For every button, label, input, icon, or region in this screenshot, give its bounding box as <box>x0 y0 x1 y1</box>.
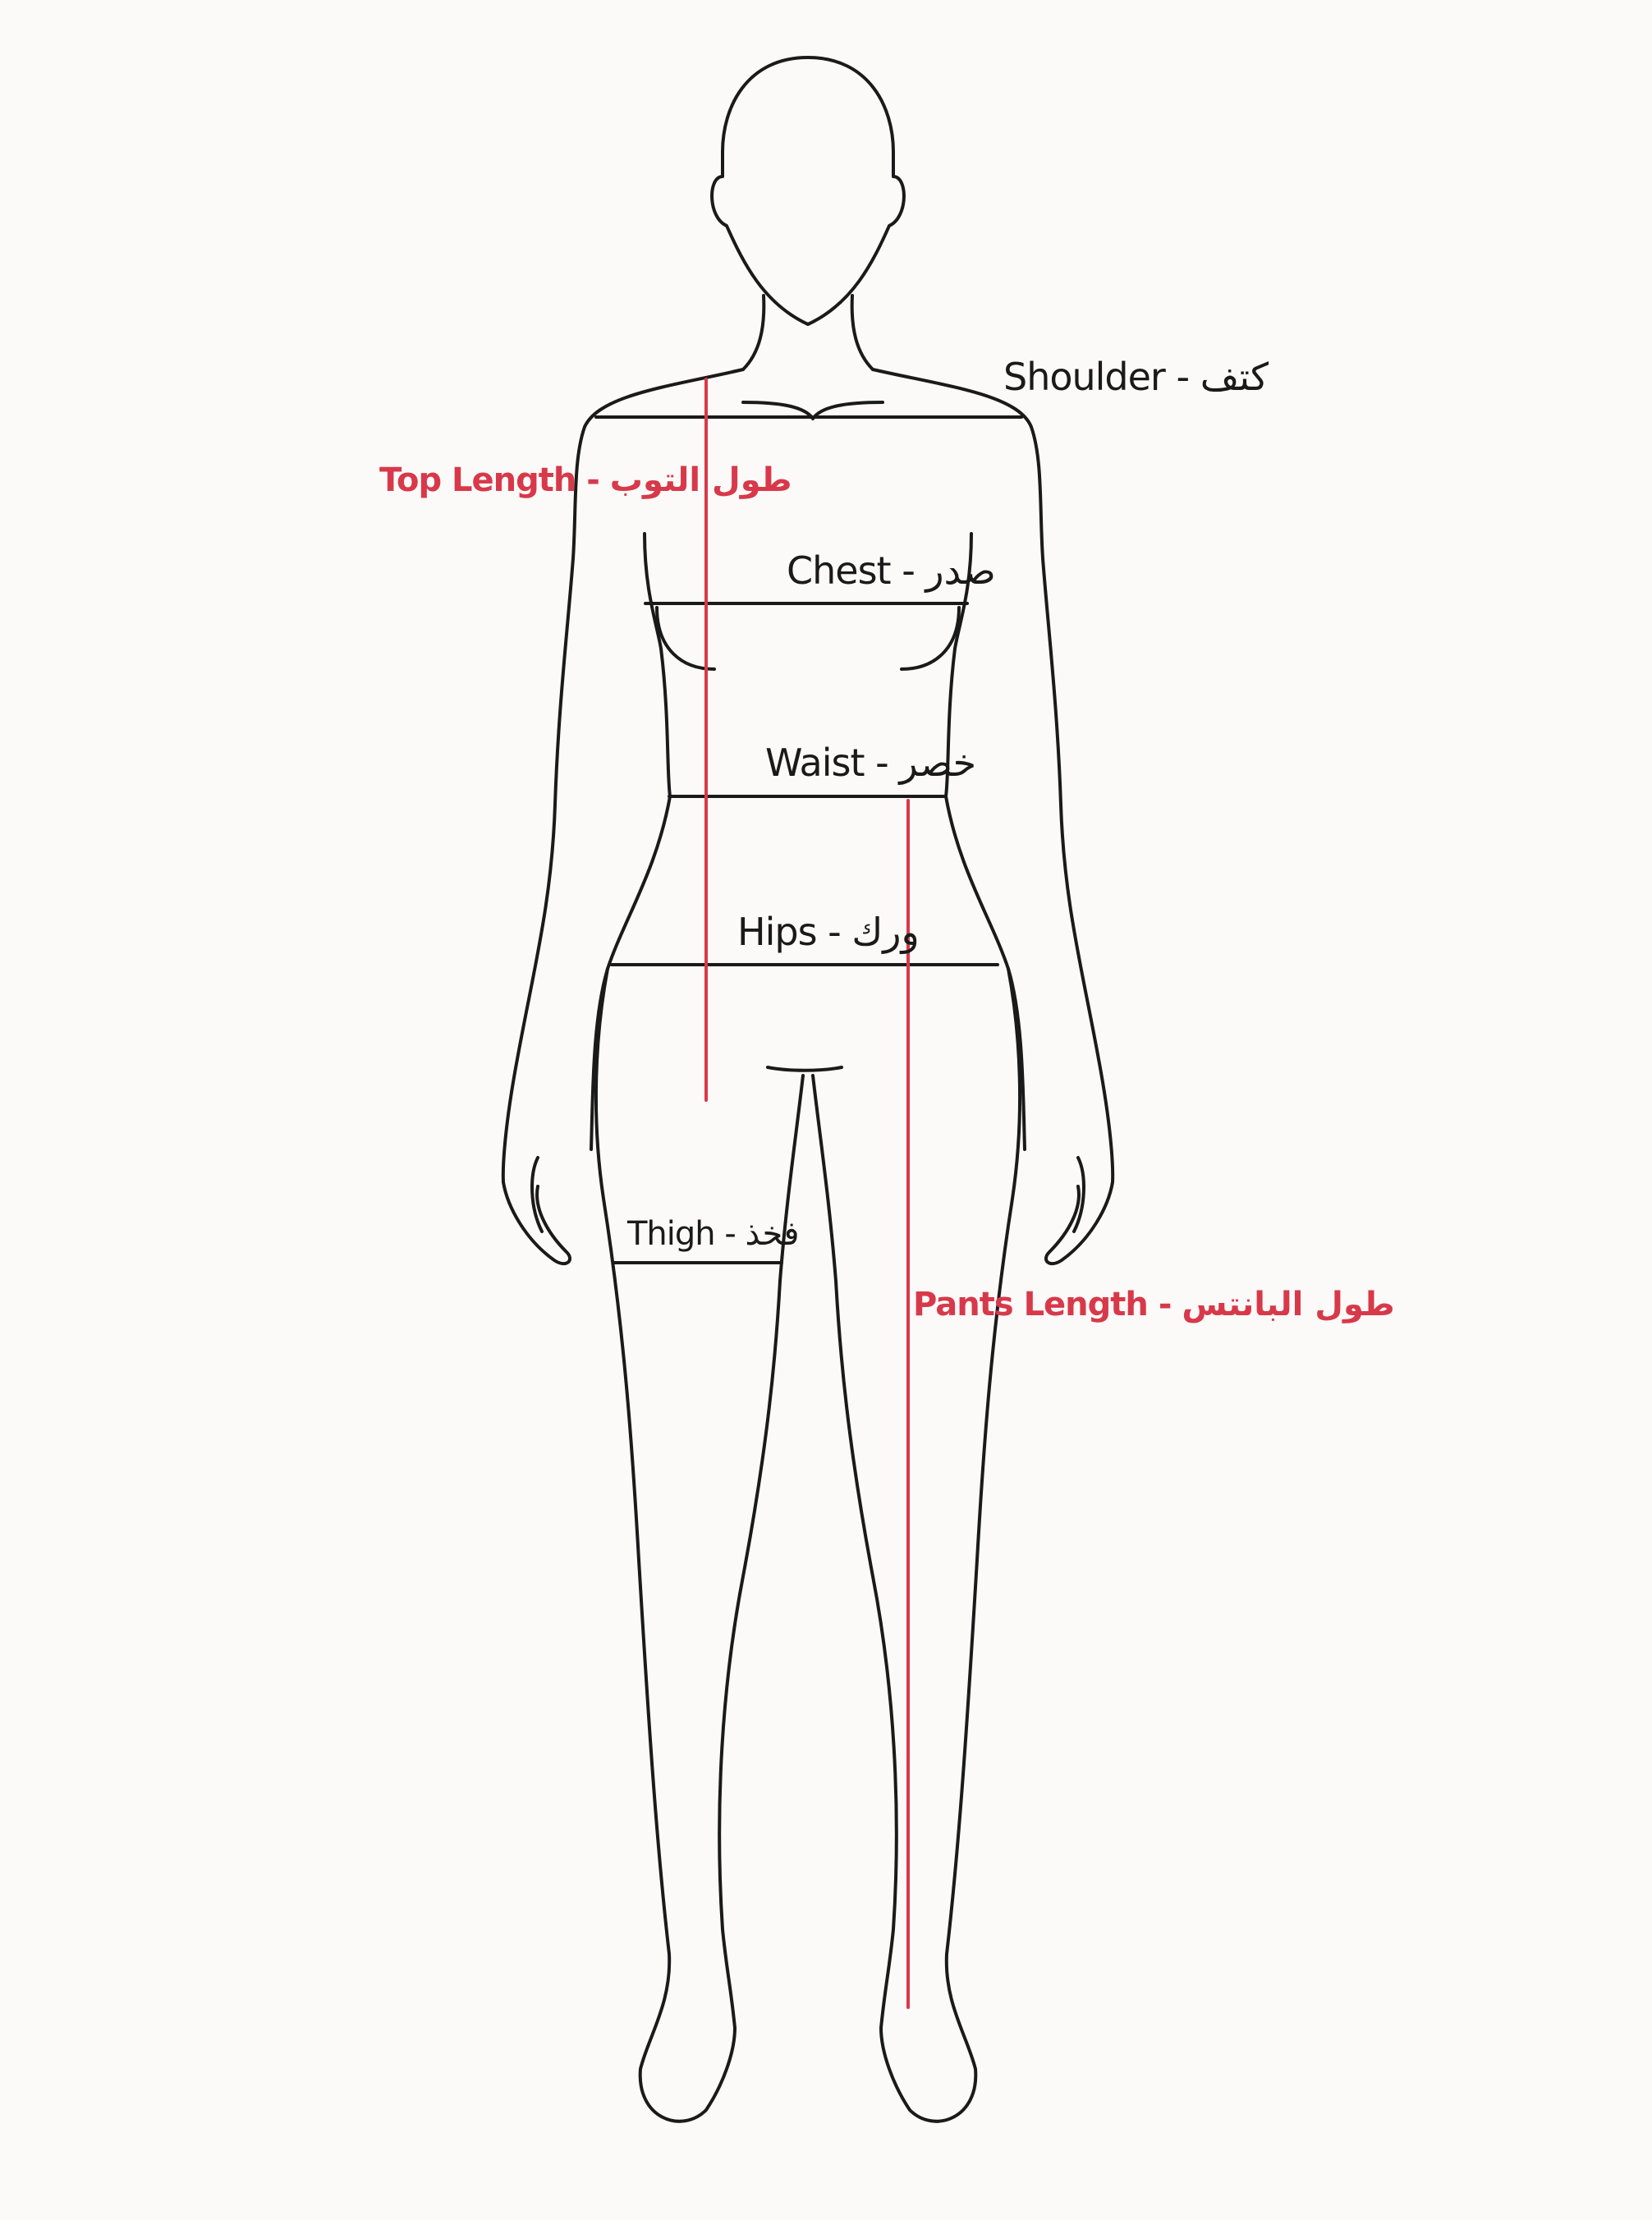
hand-right <box>1072 1156 1085 1233</box>
shoulder-label: Shoulder - كتف <box>1003 355 1269 399</box>
chest-contour-left <box>655 606 716 671</box>
arm-right-inner <box>944 532 1026 1151</box>
thigh-label: Thigh - فخذ <box>627 1215 800 1253</box>
chest-label: Chest - صدر <box>787 548 997 593</box>
hips-label: Hips - ورك <box>737 910 920 954</box>
crotch-line <box>766 1066 843 1072</box>
chest-contour-right <box>900 606 961 671</box>
neck-left <box>741 294 766 371</box>
torso-right-outline <box>871 368 1115 1266</box>
hand-left <box>530 1156 544 1233</box>
leg-left-outer <box>594 967 805 2123</box>
arm-left-inner <box>590 532 672 1151</box>
pants-length-label: Pants Length - طول البانتس <box>913 1286 1396 1323</box>
leg-right-outer <box>811 967 1022 2123</box>
waist-label: Waist - خصر <box>765 741 977 785</box>
neck-right <box>850 294 874 371</box>
head-outline <box>710 56 906 326</box>
top-length-label: Top Length - طول التوب <box>379 461 793 499</box>
torso-left-outline <box>501 368 745 1266</box>
